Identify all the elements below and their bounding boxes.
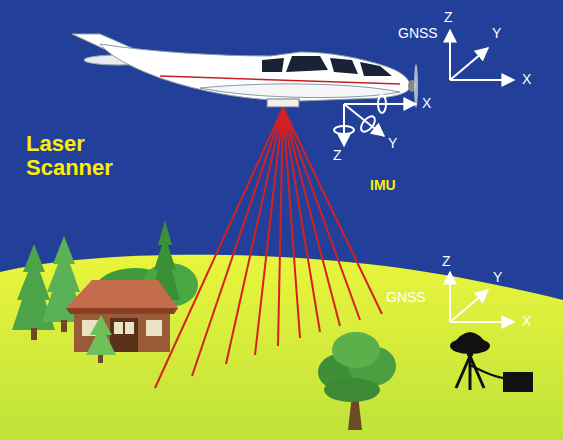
small-tree [86,315,116,355]
ground-plane [0,255,563,440]
axis-label: Y [493,270,502,285]
device-label: Laser Scanner [26,132,141,180]
system-label: GNSS [386,290,426,305]
axis-label: Z [444,10,453,25]
house [66,280,178,352]
gnss-axes-aircraft [450,30,514,80]
device-label: IMU [370,178,396,193]
axis-label: X [422,96,431,111]
axis-label: Y [492,26,501,41]
gnss-axes-ground [450,272,514,322]
axis-label: Y [388,136,397,151]
axis-label: X [522,72,531,87]
axis-label: X [522,314,531,329]
aircraft [72,34,418,108]
gnss-base-station [450,332,533,392]
axis-label: Z [333,148,342,163]
imu-axes [334,95,416,146]
deciduous-tree [318,332,396,430]
laser-rays [155,108,382,388]
axis-label: Z [442,254,451,269]
system-label: GNSS [398,26,438,41]
